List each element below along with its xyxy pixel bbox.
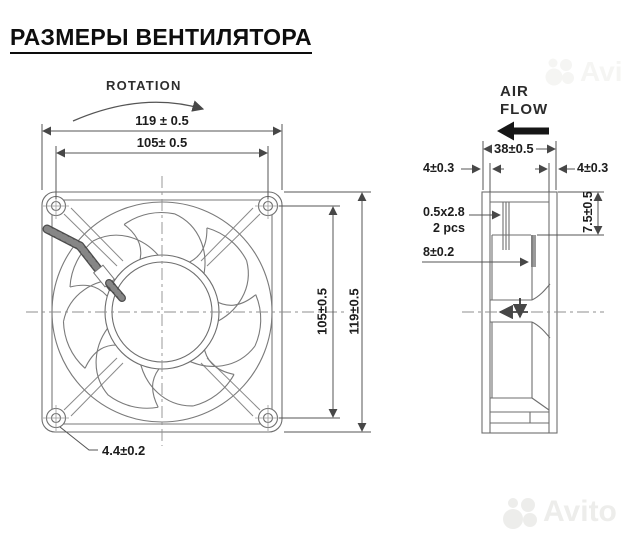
motor-profile	[490, 234, 551, 423]
airflow-arrow-icon	[497, 121, 549, 141]
watermark-bottom: Avito	[543, 495, 617, 528]
dim-depth: 38±0.5	[492, 141, 536, 156]
dim-flange-left: 4±0.3	[423, 161, 455, 175]
dim-terminal-pitch: 8±0.2	[423, 245, 455, 259]
dim-height-outer: 119±0.5	[346, 288, 362, 335]
dim-mount-hole: 4.4±0.2	[102, 443, 146, 458]
dim-width-outer: 119 ± 0.5	[135, 113, 189, 128]
side-body-outline	[481, 191, 558, 434]
fan-struts	[63, 207, 261, 417]
front-dimension-lines	[41, 124, 371, 451]
airflow-label-line1: AIR	[500, 83, 529, 100]
rotation-label: ROTATION	[106, 78, 182, 93]
dim-terminal-offset: 7.5±0.5	[581, 191, 595, 233]
watermark-top: Avito	[580, 56, 621, 87]
rotation-arrow	[72, 100, 205, 122]
page-title: РАЗМЕРЫ ВЕНТИЛЯТОРА	[10, 24, 312, 54]
side-view	[422, 121, 604, 434]
airflow-label-line2: FLOW	[500, 101, 549, 118]
dim-height-inner: 105±0.5	[314, 288, 330, 335]
front-centerlines	[26, 176, 344, 446]
avito-logo-top-icon	[545, 58, 574, 86]
flow-direction-arrows	[498, 298, 528, 320]
front-view	[26, 100, 371, 451]
dim-flange-right: 4±0.3	[577, 161, 609, 175]
terminal-pins	[502, 202, 510, 250]
lead-wire	[42, 224, 126, 302]
hole-dim-leader	[59, 426, 98, 451]
terminal-qty-label: 2 pcs	[433, 221, 465, 235]
dim-width-inner: 105± 0.5	[136, 135, 188, 150]
avito-logo-bottom-icon	[503, 498, 537, 529]
terminal-size-label: 0.5x2.8	[423, 205, 465, 219]
